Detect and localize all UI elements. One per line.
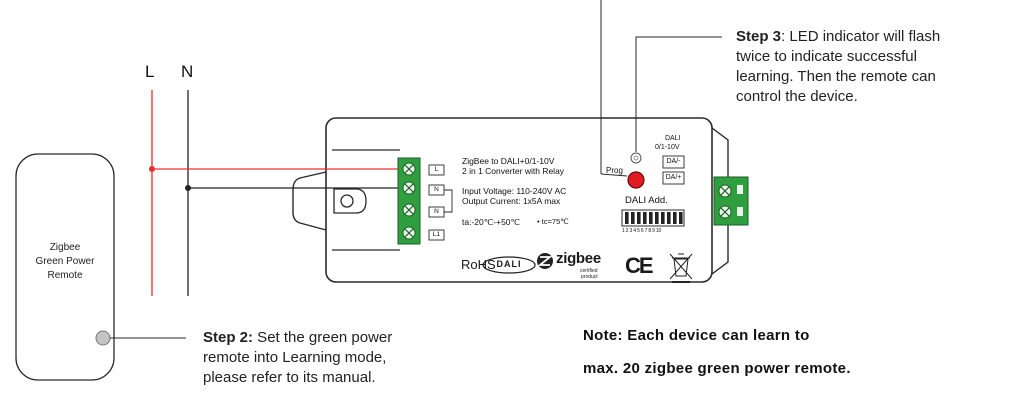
terminal-label-n2: N: [434, 208, 439, 215]
output-current: Output Current: 1x5A max: [462, 196, 561, 206]
live-label: L: [145, 62, 155, 81]
mounting-hole: [340, 194, 354, 208]
device-title-line1: ZigBee to DALI+0/1-10V: [462, 156, 555, 166]
output-terminal-block: [713, 176, 749, 226]
pointer-to-led: [635, 36, 722, 152]
prog-button: [627, 171, 645, 189]
terminal-label-l: L: [434, 166, 439, 173]
neutral-label: N: [181, 62, 194, 81]
da-plus-label: DA/+: [665, 174, 682, 181]
step2-line3: please refer to its manual.: [203, 369, 376, 386]
zigbee-wordmark: zigbee: [556, 250, 601, 267]
input-terminal-block: [397, 157, 421, 245]
dali-logo: [482, 256, 536, 274]
step2-line2: remote into Learning mode,: [203, 349, 387, 366]
terminal-label-l1: L1: [432, 231, 441, 238]
weee-bin-icon: [669, 253, 693, 283]
step3-line3: learning. Then the remote can: [736, 68, 936, 85]
note-line1: Note: Each device can learn to: [583, 327, 810, 344]
dali-address-label: DALI Add.: [625, 195, 668, 206]
step2-instruction: Step 2: Set the green power remote into …: [203, 328, 463, 388]
device-title-line2: 2 in 1 Converter with Relay: [462, 166, 565, 176]
dip-switch-levers: [625, 212, 683, 224]
dali-010v-header: 0/1-10V: [655, 144, 680, 151]
step3-instruction: Step 3: LED indicator will flash twice t…: [736, 27, 1016, 107]
da-minus-label: DA/-: [666, 158, 681, 165]
led-indicator: [630, 152, 642, 164]
dali-logo-text: DALI: [496, 259, 522, 269]
case-temp: • tc=75℃: [537, 217, 569, 226]
input-voltage: Input Voltage: 110-240V AC: [462, 186, 567, 196]
step3-line4: control the device.: [736, 88, 858, 105]
remote-label: Zigbee Green Power Remote: [16, 241, 114, 283]
step3-line1: : LED indicator will flash: [781, 28, 941, 45]
note-text: Note: Each device can learn to max. 20 z…: [583, 319, 1013, 385]
dali-header: DALI: [665, 135, 681, 142]
remote-label-line1: Zigbee: [49, 242, 81, 253]
note-line2: max. 20 zigbee green power remote.: [583, 360, 851, 377]
step2-line1: Set the green power: [253, 329, 393, 346]
terminal-label-n1: N: [434, 186, 439, 193]
remote-label-line3: Remote: [47, 270, 83, 281]
green-power-remote: [15, 153, 115, 381]
rohs-mark: RoHS: [461, 257, 496, 272]
left-mounting-ear: [292, 171, 327, 231]
remote-learning-button: [95, 330, 111, 346]
prog-label: Prog: [606, 166, 623, 175]
dip-switch-numbers: 1 2 3 4 5 6 7 8 9 10: [622, 228, 662, 234]
remote-label-line2: Green Power: [35, 256, 95, 267]
ambient-temp: ta:-20℃-+50℃: [462, 217, 521, 227]
mounting-slot: [333, 188, 367, 214]
step3-line2: twice to indicate successful: [736, 48, 917, 65]
step2-title: Step 2:: [203, 329, 254, 346]
zigbee-certified-line1: certified: [580, 268, 598, 274]
ce-mark: CE: [625, 253, 654, 278]
converter-body: [325, 117, 713, 283]
zigbee-certified-line2: product: [581, 274, 598, 280]
step3-title: Step 3: [736, 28, 782, 45]
